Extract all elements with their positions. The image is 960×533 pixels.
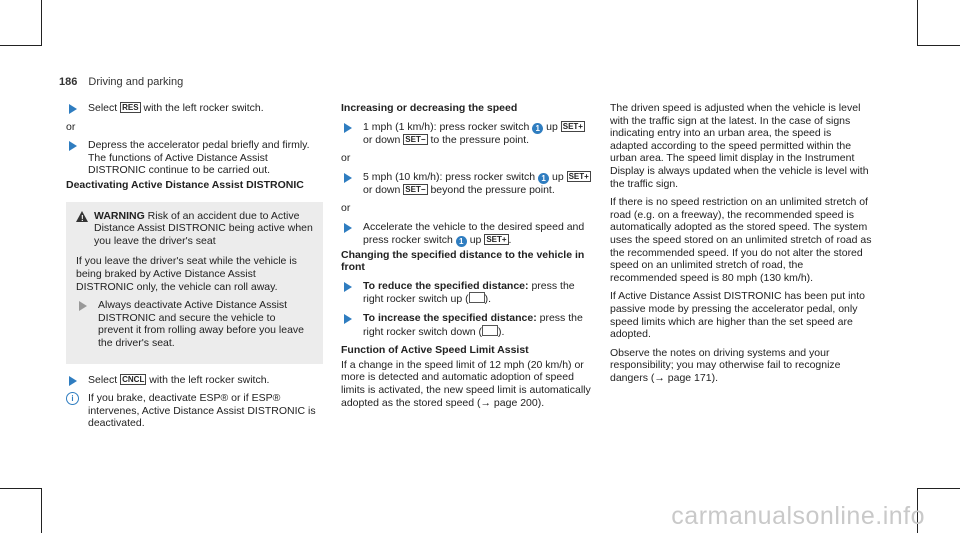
- page-header: 186 Driving and parking: [59, 76, 183, 89]
- arrow-bullet-icon: [69, 141, 77, 152]
- set-minus-key-icon: SET−: [403, 133, 428, 145]
- set-plus-key-icon: SET+: [484, 233, 509, 245]
- arrow-bullet-icon: [344, 172, 352, 183]
- warning-title: WARNING: [94, 209, 145, 222]
- page-number: 186: [59, 76, 78, 88]
- step-1mph: 1 mph (1 km/h): press rocker switch 1 up…: [341, 120, 593, 147]
- watermark: carmanualsonline.info: [671, 502, 925, 531]
- crop-mark: [917, 45, 960, 46]
- info-icon: i: [66, 392, 79, 406]
- crop-mark: [41, 488, 42, 533]
- section-heading: Function of Active Speed Limit Assist: [341, 344, 529, 357]
- warning-step: Always deactivate Active Distance Assist…: [76, 299, 313, 349]
- step-depress-accelerator: Depress the accelerator pedal briefly an…: [66, 139, 323, 177]
- section-heading: Changing the specified distance to the v…: [341, 248, 585, 274]
- step-5mph: 5 mph (10 km/h): press rocker switch 1 u…: [341, 170, 593, 197]
- or-label: or: [341, 202, 351, 215]
- step-select-cncl: Select CNCL with the left rocker switch.: [66, 373, 323, 387]
- arrow-bullet-icon: [344, 281, 352, 292]
- step-increase-distance: To increase the specified distance: pres…: [341, 312, 593, 338]
- warning-text: Risk of an accident due to Active Distan…: [94, 209, 313, 247]
- distance-reduce-icon: [468, 292, 485, 304]
- warning-triangle-icon: !: [76, 210, 88, 223]
- callout-1-icon: 1: [538, 172, 550, 184]
- crop-mark: [917, 488, 960, 489]
- cncl-key-icon: CNCL: [120, 373, 147, 385]
- crop-mark: [0, 45, 42, 46]
- section-heading: Increasing or decreasing the speed: [341, 102, 518, 114]
- warning-row: ! WARNING Risk of an accident due to Act…: [76, 210, 313, 248]
- arrow-bullet-icon: [344, 122, 352, 133]
- arrow-bullet-icon: [69, 375, 77, 386]
- step-accelerate: Accelerate the vehicle to the desired sp…: [341, 221, 593, 247]
- callout-1-icon: 1: [532, 122, 544, 134]
- step-select-res: Select RES with the left rocker switch.: [66, 102, 323, 115]
- body-paragraph: Observe the notes on driving systems and…: [610, 346, 841, 384]
- arrow-bullet-icon: [79, 301, 87, 312]
- arrow-bullet-icon: [344, 313, 352, 324]
- column-2: Increasing or decreasing the speed 1 mph…: [341, 102, 593, 415]
- body-paragraph: If there is no speed restriction on an u…: [610, 196, 872, 284]
- or-label: or: [66, 120, 76, 133]
- body-paragraph: The driven speed is adjusted when the ve…: [610, 102, 869, 190]
- arrow-bullet-icon: [344, 222, 352, 233]
- warning-paragraph: If you leave the driver's seat while the…: [76, 255, 297, 293]
- distance-increase-icon: [482, 324, 499, 336]
- set-minus-key-icon: SET−: [403, 183, 428, 195]
- crop-mark: [917, 0, 918, 46]
- section-title: Driving and parking: [88, 76, 184, 88]
- or-label: or: [341, 152, 351, 165]
- column-1: Select RES with the left rocker switch. …: [66, 102, 323, 436]
- warning-box: ! WARNING Risk of an accident due to Act…: [66, 201, 323, 364]
- crop-mark: [41, 0, 42, 46]
- crop-mark: [917, 488, 918, 533]
- body-paragraph: If Active Distance Assist DISTRONIC has …: [610, 290, 866, 341]
- column-3: The driven speed is adjusted when the ve…: [610, 102, 872, 390]
- res-key-icon: RES: [120, 102, 141, 113]
- body-paragraph: If a change in the speed limit of 12 mph…: [341, 358, 591, 409]
- arrow-bullet-icon: [69, 104, 77, 114]
- info-note: i If you brake, deactivate ESP® or if ES…: [66, 392, 323, 430]
- step-reduce-distance: To reduce the specified distance: press …: [341, 280, 593, 306]
- crop-mark: [0, 488, 42, 489]
- set-plus-key-icon: SET+: [560, 120, 585, 132]
- callout-1-icon: 1: [455, 235, 467, 247]
- section-heading: Deactivating Active Distance Assist DIST…: [66, 178, 304, 191]
- set-plus-key-icon: SET+: [566, 170, 591, 182]
